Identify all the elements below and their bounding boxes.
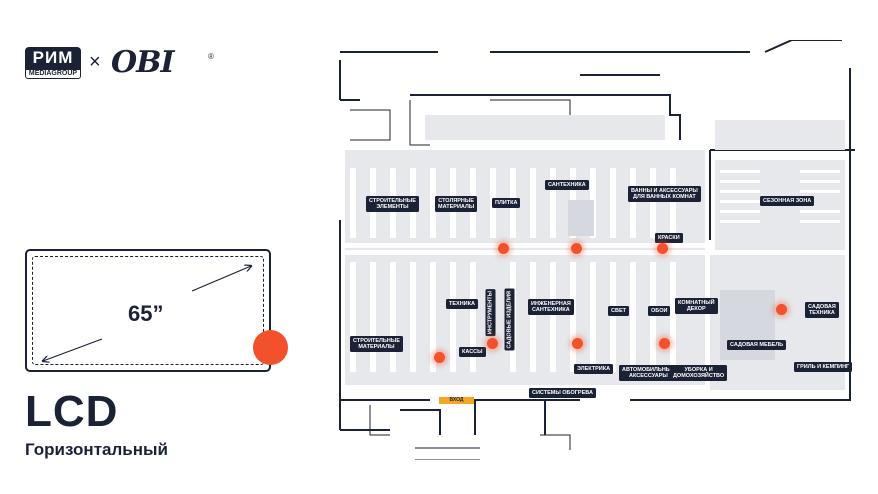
- zone-label: САДОВАЯ МЕБЕЛЬ: [727, 340, 787, 350]
- screen-illustration: 65”: [25, 249, 271, 372]
- screen-location-dot: [572, 338, 583, 349]
- zone-label: КРАСКИ: [655, 233, 683, 243]
- zone-label: СТРОИТЕЛЬНЫЕ ЭЛЕМЕНТЫ: [366, 196, 419, 212]
- screen-location-dot: [659, 338, 670, 349]
- zone-label: ОБОИ: [648, 306, 671, 316]
- zone-label: СИСТЕМЫ ОБОГРЕВА: [529, 388, 596, 398]
- rim-logo-text: РИМ: [25, 47, 81, 69]
- screen-location-dot: [571, 243, 582, 254]
- zone-label: ПЛИТКА: [492, 198, 521, 208]
- placement-dot-marker: [253, 330, 288, 365]
- zone-label: ТЕХНИКА: [446, 299, 478, 309]
- obi-logo: OBI: [111, 45, 175, 80]
- brand-logos: РИМ MEDIAGROUP × OBI ®: [25, 47, 225, 79]
- screen-location-dot: [776, 304, 787, 315]
- registered-mark: ®: [208, 52, 214, 61]
- zone-label: АВТОМОБИЛЬНЫЕ АКСЕССУАРЫ: [619, 365, 678, 381]
- diagonal-arrows: [27, 251, 273, 374]
- zone-label: САДОВАЯ ТЕХНИКА: [805, 302, 839, 318]
- zone-label: СТОЛЯРНЫЕ МАТЕРИАЛЫ: [435, 196, 478, 212]
- zone-label: СВЕТ: [608, 306, 629, 316]
- times-sign: ×: [89, 51, 101, 73]
- rim-logo-subtext: MEDIAGROUP: [25, 69, 81, 79]
- zone-label-vertical: САДОВЫЕ ИЗДЕЛИЯ: [505, 289, 515, 351]
- zone-label: КАССЫ: [459, 347, 486, 357]
- screen-inner-frame: [32, 256, 264, 365]
- zone-label: ГРИЛЬ И КЕМПИНГ: [794, 362, 853, 372]
- zone-label: ИНЖЕНЕРНАЯ САНТЕХНИКА: [528, 299, 574, 315]
- screen-location-dot: [434, 352, 445, 363]
- zone-label: ВАННЫ И АКСЕССУАРЫ ДЛЯ ВАННЫХ КОМНАТ: [628, 186, 701, 202]
- zone-label: СЕЗОННАЯ ЗОНА: [760, 196, 815, 206]
- screen-location-dot: [498, 243, 509, 254]
- zone-label: КОМНАТНЫЙ ДЕКОР: [675, 298, 718, 314]
- rim-logo: РИМ MEDIAGROUP: [25, 47, 81, 79]
- zone-label: УБОРКА И ДОМОХОЗЯЙСТВО: [670, 365, 728, 381]
- screen-location-dot: [657, 243, 668, 254]
- zone-label: САНТЕХНИКА: [545, 180, 589, 190]
- format-orientation: Горизонтальный: [25, 440, 168, 459]
- zone-label: ЭЛЕКТРИКА: [574, 364, 614, 374]
- entrance-marker: ВХОД: [439, 397, 474, 404]
- screen-diagonal-size: 65”: [128, 301, 164, 326]
- format-title: LCD: [25, 387, 119, 436]
- zone-label: СТРОИТЕЛЬНЫЕ МАТЕРИАЛЫ: [350, 336, 403, 352]
- screen-location-dot: [487, 338, 498, 349]
- zone-label-vertical: ИНСТРУМЕНТЫ: [486, 289, 496, 337]
